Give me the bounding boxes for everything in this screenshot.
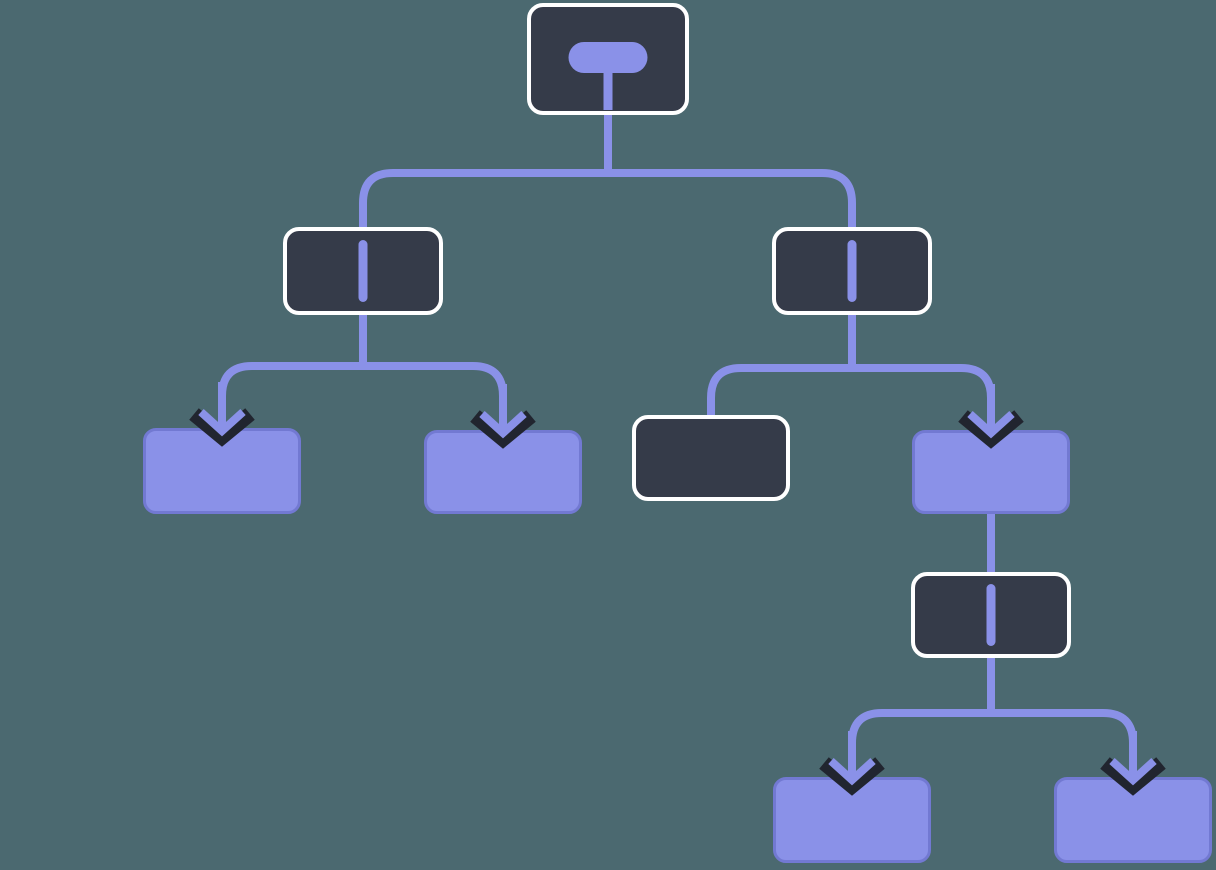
branch-node-left[interactable] (283, 227, 443, 315)
leaf-node-1[interactable] (143, 428, 301, 514)
vertical-bar-icon (358, 240, 368, 302)
branch-node-bottom[interactable] (911, 572, 1071, 658)
leaf-node-4[interactable] (773, 777, 931, 863)
edge-bus-bottom-leaves (848, 709, 1137, 782)
vertical-bar-icon (847, 240, 857, 302)
edge-bus-left-leaves (218, 362, 507, 431)
leaf-node-3[interactable] (912, 430, 1070, 514)
leaf-node-5[interactable] (1054, 777, 1212, 863)
vertical-bar-icon (986, 584, 996, 646)
branch-node-right[interactable] (772, 227, 932, 315)
plain-dark-node[interactable] (632, 415, 790, 501)
leaf-node-2[interactable] (424, 430, 582, 514)
root-node[interactable] (527, 3, 689, 115)
